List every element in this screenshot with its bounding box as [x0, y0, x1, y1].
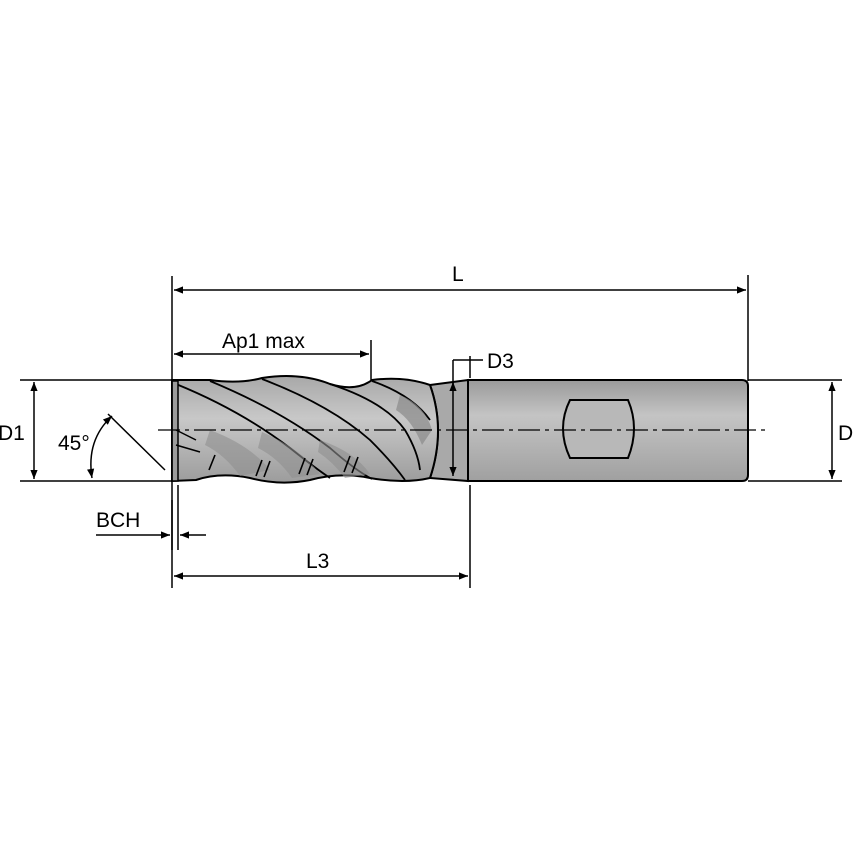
label-L: L: [452, 263, 464, 286]
tool-body: [171, 375, 749, 484]
helix-edge-3: [261, 378, 406, 481]
label-D: D: [838, 422, 853, 445]
label-D1: D1: [0, 422, 25, 445]
label-Ap1-max: Ap1 max: [222, 330, 305, 353]
flute-hatching: [208, 454, 359, 478]
label-BCH: BCH: [96, 509, 140, 532]
label-45-degrees: 45°: [58, 432, 90, 455]
label-D3: D3: [487, 350, 514, 373]
dim-arc-45: [87, 415, 113, 479]
shank-flat: [562, 399, 635, 459]
helix-edge-5: [371, 380, 431, 421]
label-L3: L3: [306, 550, 329, 573]
